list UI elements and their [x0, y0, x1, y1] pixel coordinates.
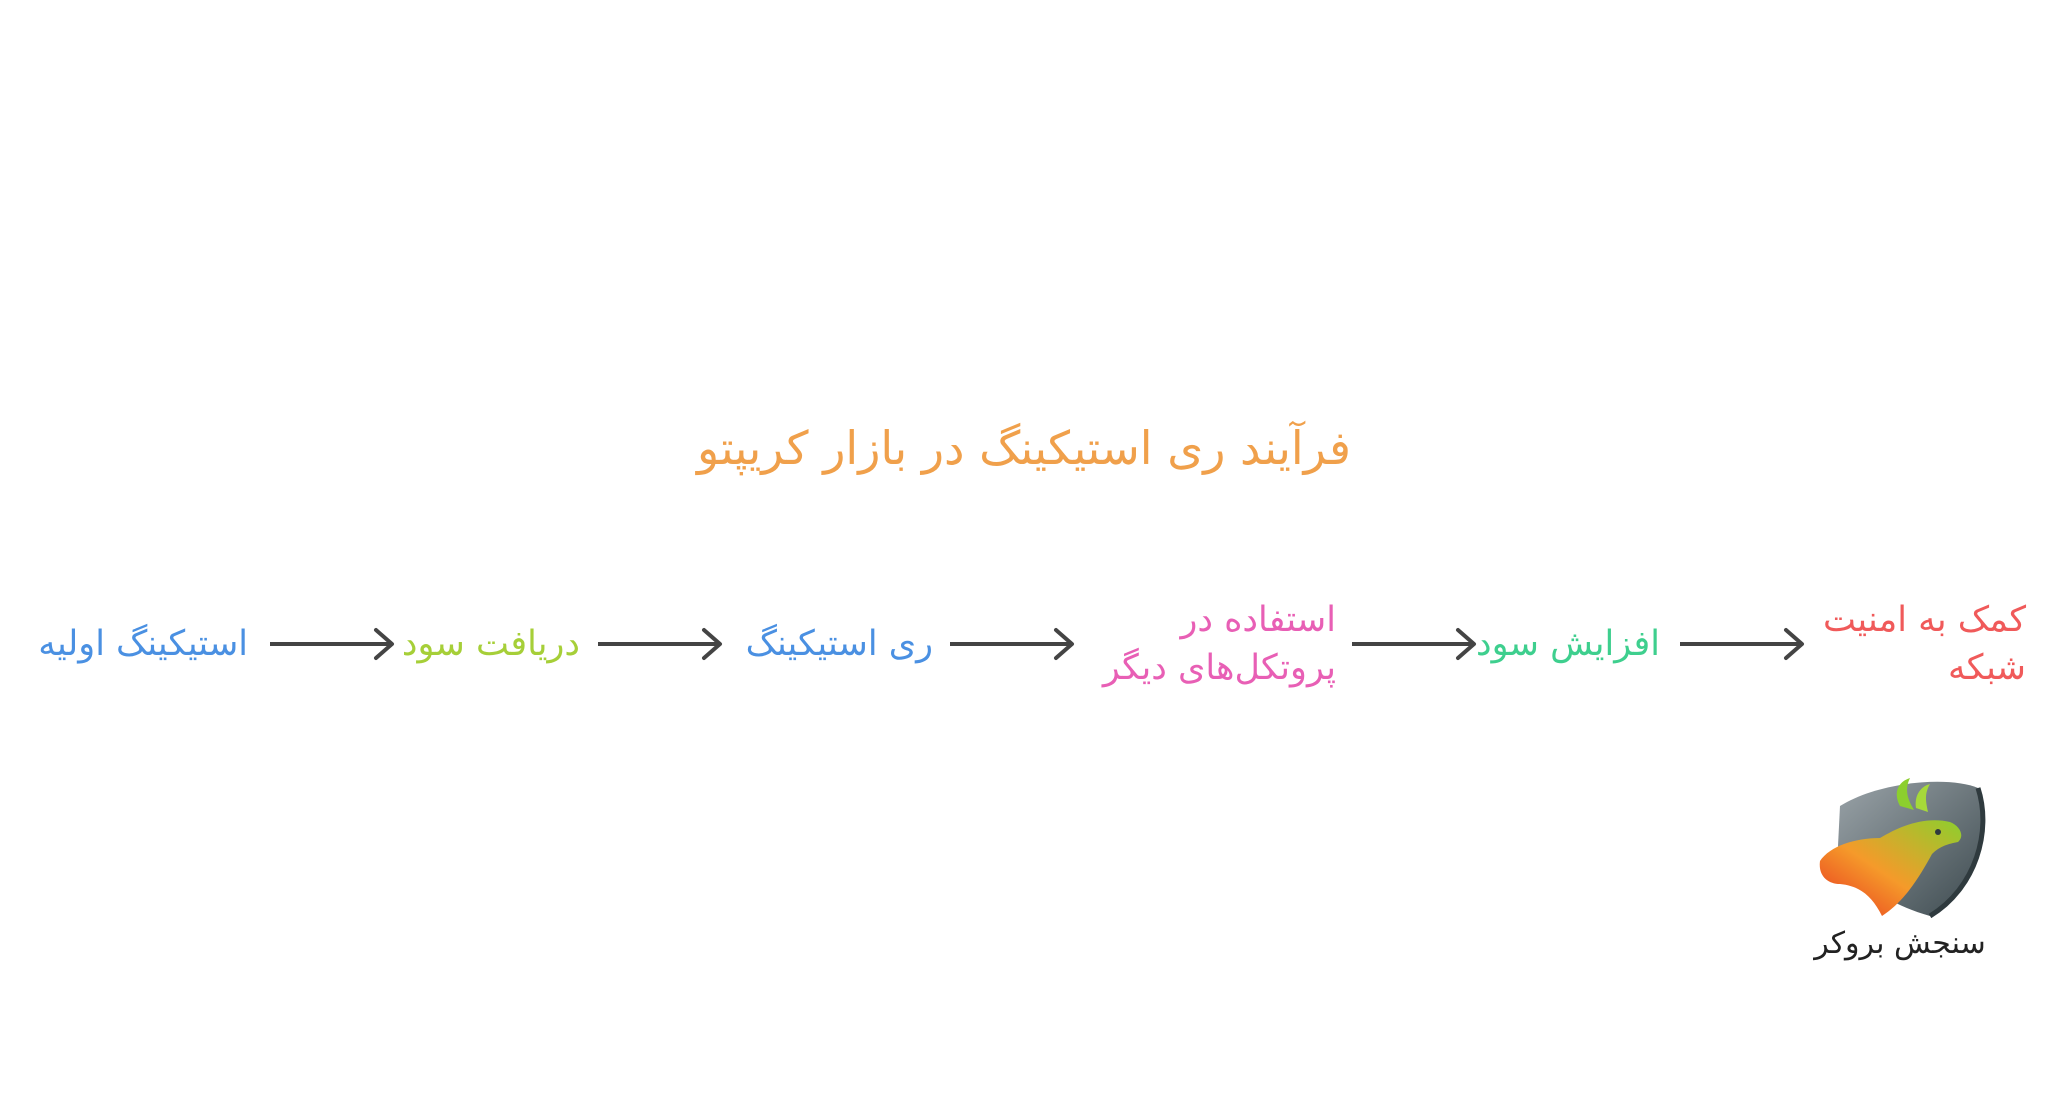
step-use-in-protocols: استفاده در پروتکل‌های دیگر [1086, 596, 1336, 692]
step-increase-profit: افزایش سود [1476, 620, 1660, 668]
step-label-line-2: پروتکل‌های دیگر [1102, 648, 1336, 688]
brand-logo: سنجش بروکر [1800, 776, 2000, 966]
arrow-right-icon [1680, 628, 1804, 660]
arrow-right-icon [598, 628, 722, 660]
bull-shield-logo-icon [1819, 778, 1986, 919]
step-label-line-1: استفاده در [1180, 600, 1336, 640]
step-label: افزایش سود [1476, 624, 1660, 664]
step-receive-profit: دریافت سود [400, 620, 580, 668]
arrow-right-icon [950, 628, 1074, 660]
step-network-security: کمک به امنیت شبکه [1818, 596, 2026, 692]
step-initial-staking: استیکینگ اولیه [28, 620, 248, 668]
step-label: دریافت سود [401, 624, 580, 664]
arrow-right-icon [270, 628, 394, 660]
step-label: ری استیکینگ [745, 624, 933, 664]
step-restaking: ری استیکینگ [728, 620, 933, 668]
arrow-right-icon [1352, 628, 1476, 660]
step-label: استیکینگ اولیه [38, 624, 248, 664]
brand-name: سنجش بروکر [1814, 926, 1986, 961]
diagram-title: فرآیند ری استیکینگ در بازار کریپتو [696, 421, 1352, 475]
step-label-line-2: شبکه [1948, 648, 2026, 688]
step-label-line-1: کمک به امنیت [1823, 600, 2026, 640]
